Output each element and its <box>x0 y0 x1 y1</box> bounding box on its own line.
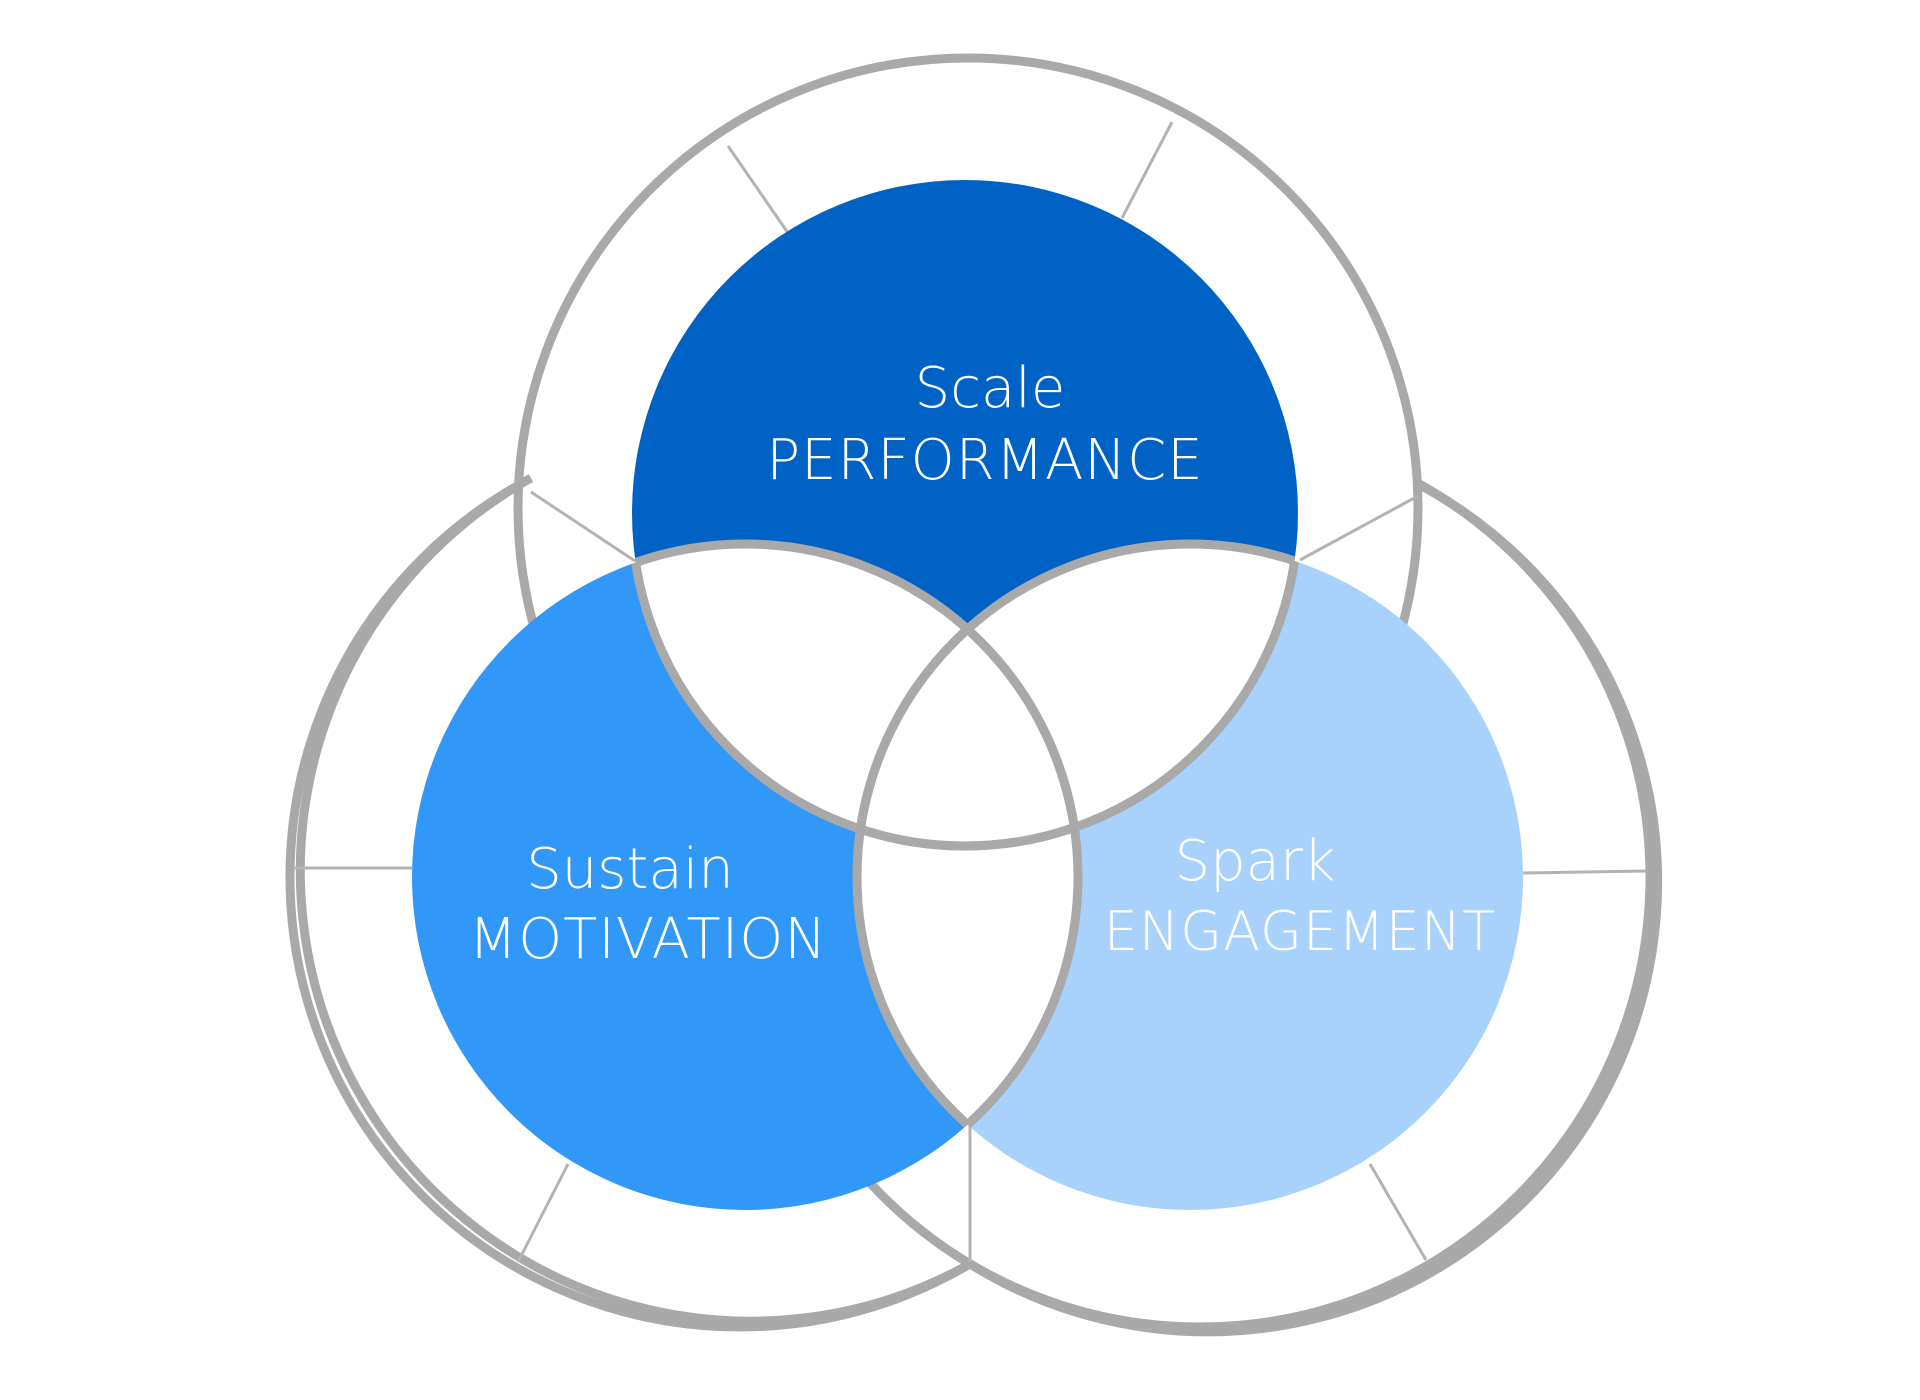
overlap-motivation-engagement <box>857 544 1078 1210</box>
arc-motivation-in-performance <box>632 539 1083 846</box>
inner-arcs <box>627 539 1303 1210</box>
spoke <box>1120 121 1174 219</box>
spokes <box>295 121 1647 1263</box>
label-engagement-verb: Spark <box>1175 829 1336 894</box>
arc-engagement-in-motivation <box>852 544 1078 1210</box>
outer-ring-left-outline <box>295 474 973 1326</box>
arc-engagement-in-performance <box>852 539 1298 846</box>
outer-ring-right-outline <box>967 479 1663 1337</box>
label-performance: Scale PERFORMANCE <box>766 356 1203 493</box>
overlap-regions <box>632 544 1298 1210</box>
spoke <box>530 490 636 563</box>
arc-performance-in-engagement <box>857 544 1303 851</box>
label-performance-noun: PERFORMANCE <box>766 428 1203 493</box>
spoke <box>1368 1163 1428 1261</box>
label-engagement: Spark ENGAGEMENT <box>1104 829 1496 963</box>
label-performance-verb: Scale <box>915 356 1066 421</box>
spoke <box>1299 494 1419 562</box>
label-motivation-noun: MOTIVATION <box>469 907 828 972</box>
spoke <box>1522 869 1647 875</box>
label-motivation-verb: Sustain <box>526 837 734 902</box>
spoke <box>516 1163 570 1263</box>
arc-motivation-in-engagement <box>857 544 1083 1210</box>
label-motivation: Sustain MOTIVATION <box>469 837 828 972</box>
spoke <box>726 145 790 234</box>
label-engagement-noun: ENGAGEMENT <box>1104 900 1496 963</box>
